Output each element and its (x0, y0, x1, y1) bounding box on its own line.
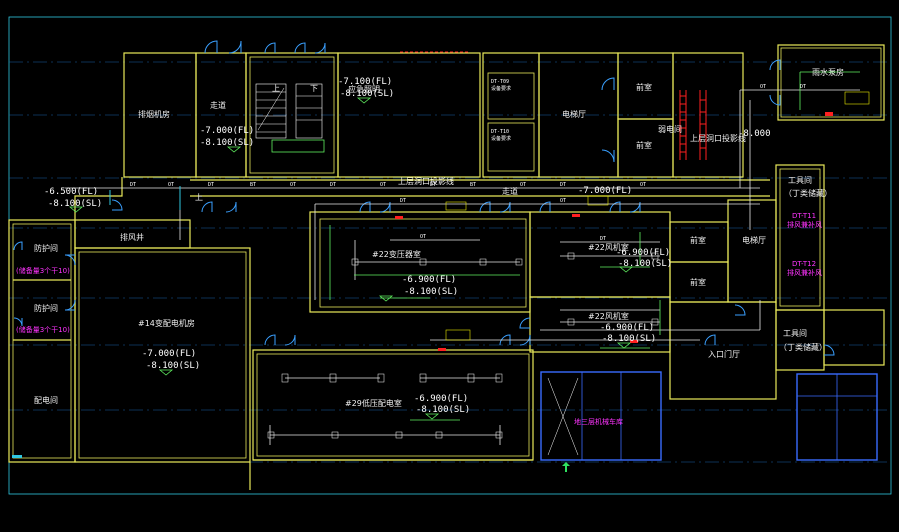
level-2-sl: -8.100(SL) (340, 89, 394, 99)
level-9-fl: -6.900(FL) (414, 394, 468, 404)
svg-text:OT: OT (560, 198, 566, 204)
room-label-rain-pump: 雨水泵房 (812, 67, 844, 77)
equipment-tags (445, 91, 870, 341)
room-label-tool-1: 工具间 (788, 176, 812, 185)
svg-text:OT: OT (380, 182, 386, 188)
room-label-fan-shaft: 排风井 (120, 232, 144, 242)
level-6-fl: -6.900(FL) (616, 248, 670, 258)
walls (8, 44, 885, 490)
mechanical-garage (540, 371, 878, 472)
magenta-note-5: DT-T12 (792, 260, 816, 268)
upper-hole-label-1: 上层洞口投影线 (690, 133, 746, 143)
room-label-front-2: 前室 (636, 140, 652, 150)
svg-text:OT: OT (420, 234, 426, 240)
red-ladder (679, 90, 707, 160)
level-10: -8.000 (738, 129, 771, 139)
level-1-fl: -7.000(FL) (200, 126, 254, 136)
lift-tag-2: DT-T10 (491, 129, 509, 135)
lift-note-1: 设备要求 (491, 85, 511, 92)
level-annotations: -7.000(FL) -8.100(SL) -7.100(FL) -8.100(… (44, 77, 771, 415)
room-label-walkway-top: 走道 (210, 100, 226, 110)
svg-text:BT: BT (250, 182, 256, 188)
room-label-distribution: 配电间 (34, 395, 58, 405)
magenta-note-2: (储备量3个干10) (16, 325, 70, 334)
doors (13, 40, 835, 356)
axis-grid (9, 61, 891, 463)
svg-text:OT: OT (760, 84, 766, 90)
room-label-front-1: 前室 (636, 82, 652, 92)
room-label-walkway-mid: 走道 (502, 186, 518, 196)
level-6-sl: -8.100(SL) (618, 259, 672, 269)
svg-text:DT: DT (600, 236, 606, 242)
svg-text:DT: DT (330, 182, 336, 188)
svg-text:DT: DT (130, 182, 136, 188)
upper-hole-label-2: 上层洞口投影线 (398, 176, 454, 186)
room-label-front-3: 前室 (690, 235, 706, 245)
pipe-routes (65, 71, 860, 445)
level-7-fl: -7.000(FL) (142, 349, 196, 359)
room-label-fan-22b: #22风机室 (588, 311, 629, 321)
room-labels: 排烟机房 走道 上 下 应急照明 DT-T09 设备要求 DT-T10 设备要求… (16, 67, 844, 426)
svg-text:DT: DT (430, 182, 436, 188)
svg-text:OT: OT (168, 182, 174, 188)
room-label-weak: 弱电间 (658, 124, 682, 134)
svg-text:OT: OT (520, 182, 526, 188)
lift-tag-1: DT-T09 (491, 79, 509, 85)
svg-text:DT: DT (800, 84, 806, 90)
svg-text:DT: DT (560, 182, 566, 188)
room-label-tool-1-note: （丁类储藏） (784, 188, 832, 198)
level-markers (68, 97, 634, 420)
room-label-fan-22: #22风机室 (588, 242, 629, 252)
room-label-power-14: #14变配电机房 (138, 318, 195, 328)
level-7-sl: -8.100(SL) (146, 361, 200, 371)
stair-up-label: 上 (272, 84, 280, 93)
svg-text:DT: DT (208, 182, 214, 188)
level-5-sl: -8.100(SL) (404, 287, 458, 297)
stair (255, 83, 325, 153)
magenta-note-4: 排风兼补风 (787, 220, 822, 229)
level-4-fl: -7.000(FL) (578, 186, 632, 196)
room-label-protect-1: 防护间 (34, 243, 58, 253)
room-label-transformer-22: #22变压器室 (372, 249, 421, 259)
pipe-markers: DT OT DT BT OT DT OT DT BT OT DT OT OT D… (130, 84, 806, 242)
svg-text:OT: OT (290, 182, 296, 188)
mechanical-garage-label: 地三层机械车库 (574, 417, 623, 426)
stair-down-label: 下 (310, 84, 318, 93)
room-label-smoke-exhaust: 排烟机房 (138, 109, 170, 119)
drawing-frame (8, 16, 892, 495)
fixtures (12, 112, 833, 458)
level-2-fl: -7.100(FL) (338, 77, 392, 87)
svg-text:OT: OT (640, 182, 646, 188)
room-label-emergency: 应急照明 (348, 84, 380, 94)
lift-note-2: 设备要求 (491, 135, 511, 142)
level-5-fl: -6.900(FL) (402, 275, 456, 285)
stair-up-label-2: 上 (195, 193, 203, 202)
room-label-protect-2: 防护间 (34, 303, 58, 313)
magenta-note-6: 排风兼补风 (787, 268, 822, 277)
level-8-sl: -8.100(SL) (602, 334, 656, 344)
room-label-transformer-29: #29低压配电室 (345, 398, 402, 408)
room-label-entry-hall: 入口门厅 (708, 349, 740, 359)
room-label-tool-2-note: （丁类储藏） (779, 342, 827, 352)
room-label-tool-2: 工具间 (783, 329, 807, 338)
level-3-fl: -6.500(FL) (44, 187, 98, 197)
level-9-sl: -8.100(SL) (416, 405, 470, 415)
room-label-front-4: 前室 (690, 277, 706, 287)
equipment-outlines (267, 252, 659, 439)
magenta-note-3: DT-T11 (792, 212, 816, 220)
svg-text:BT: BT (470, 182, 476, 188)
level-8-fl: -6.900(FL) (600, 323, 654, 333)
svg-text:DT: DT (400, 198, 406, 204)
magenta-note-1: (储备量3个干10) (16, 266, 70, 275)
room-label-elevator-hall: 电梯厅 (562, 109, 586, 119)
room-label-elevator-hall-2: 电梯厅 (742, 235, 766, 245)
level-3-sl: -8.100(SL) (48, 199, 102, 209)
level-1-sl: -8.100(SL) (200, 138, 254, 148)
